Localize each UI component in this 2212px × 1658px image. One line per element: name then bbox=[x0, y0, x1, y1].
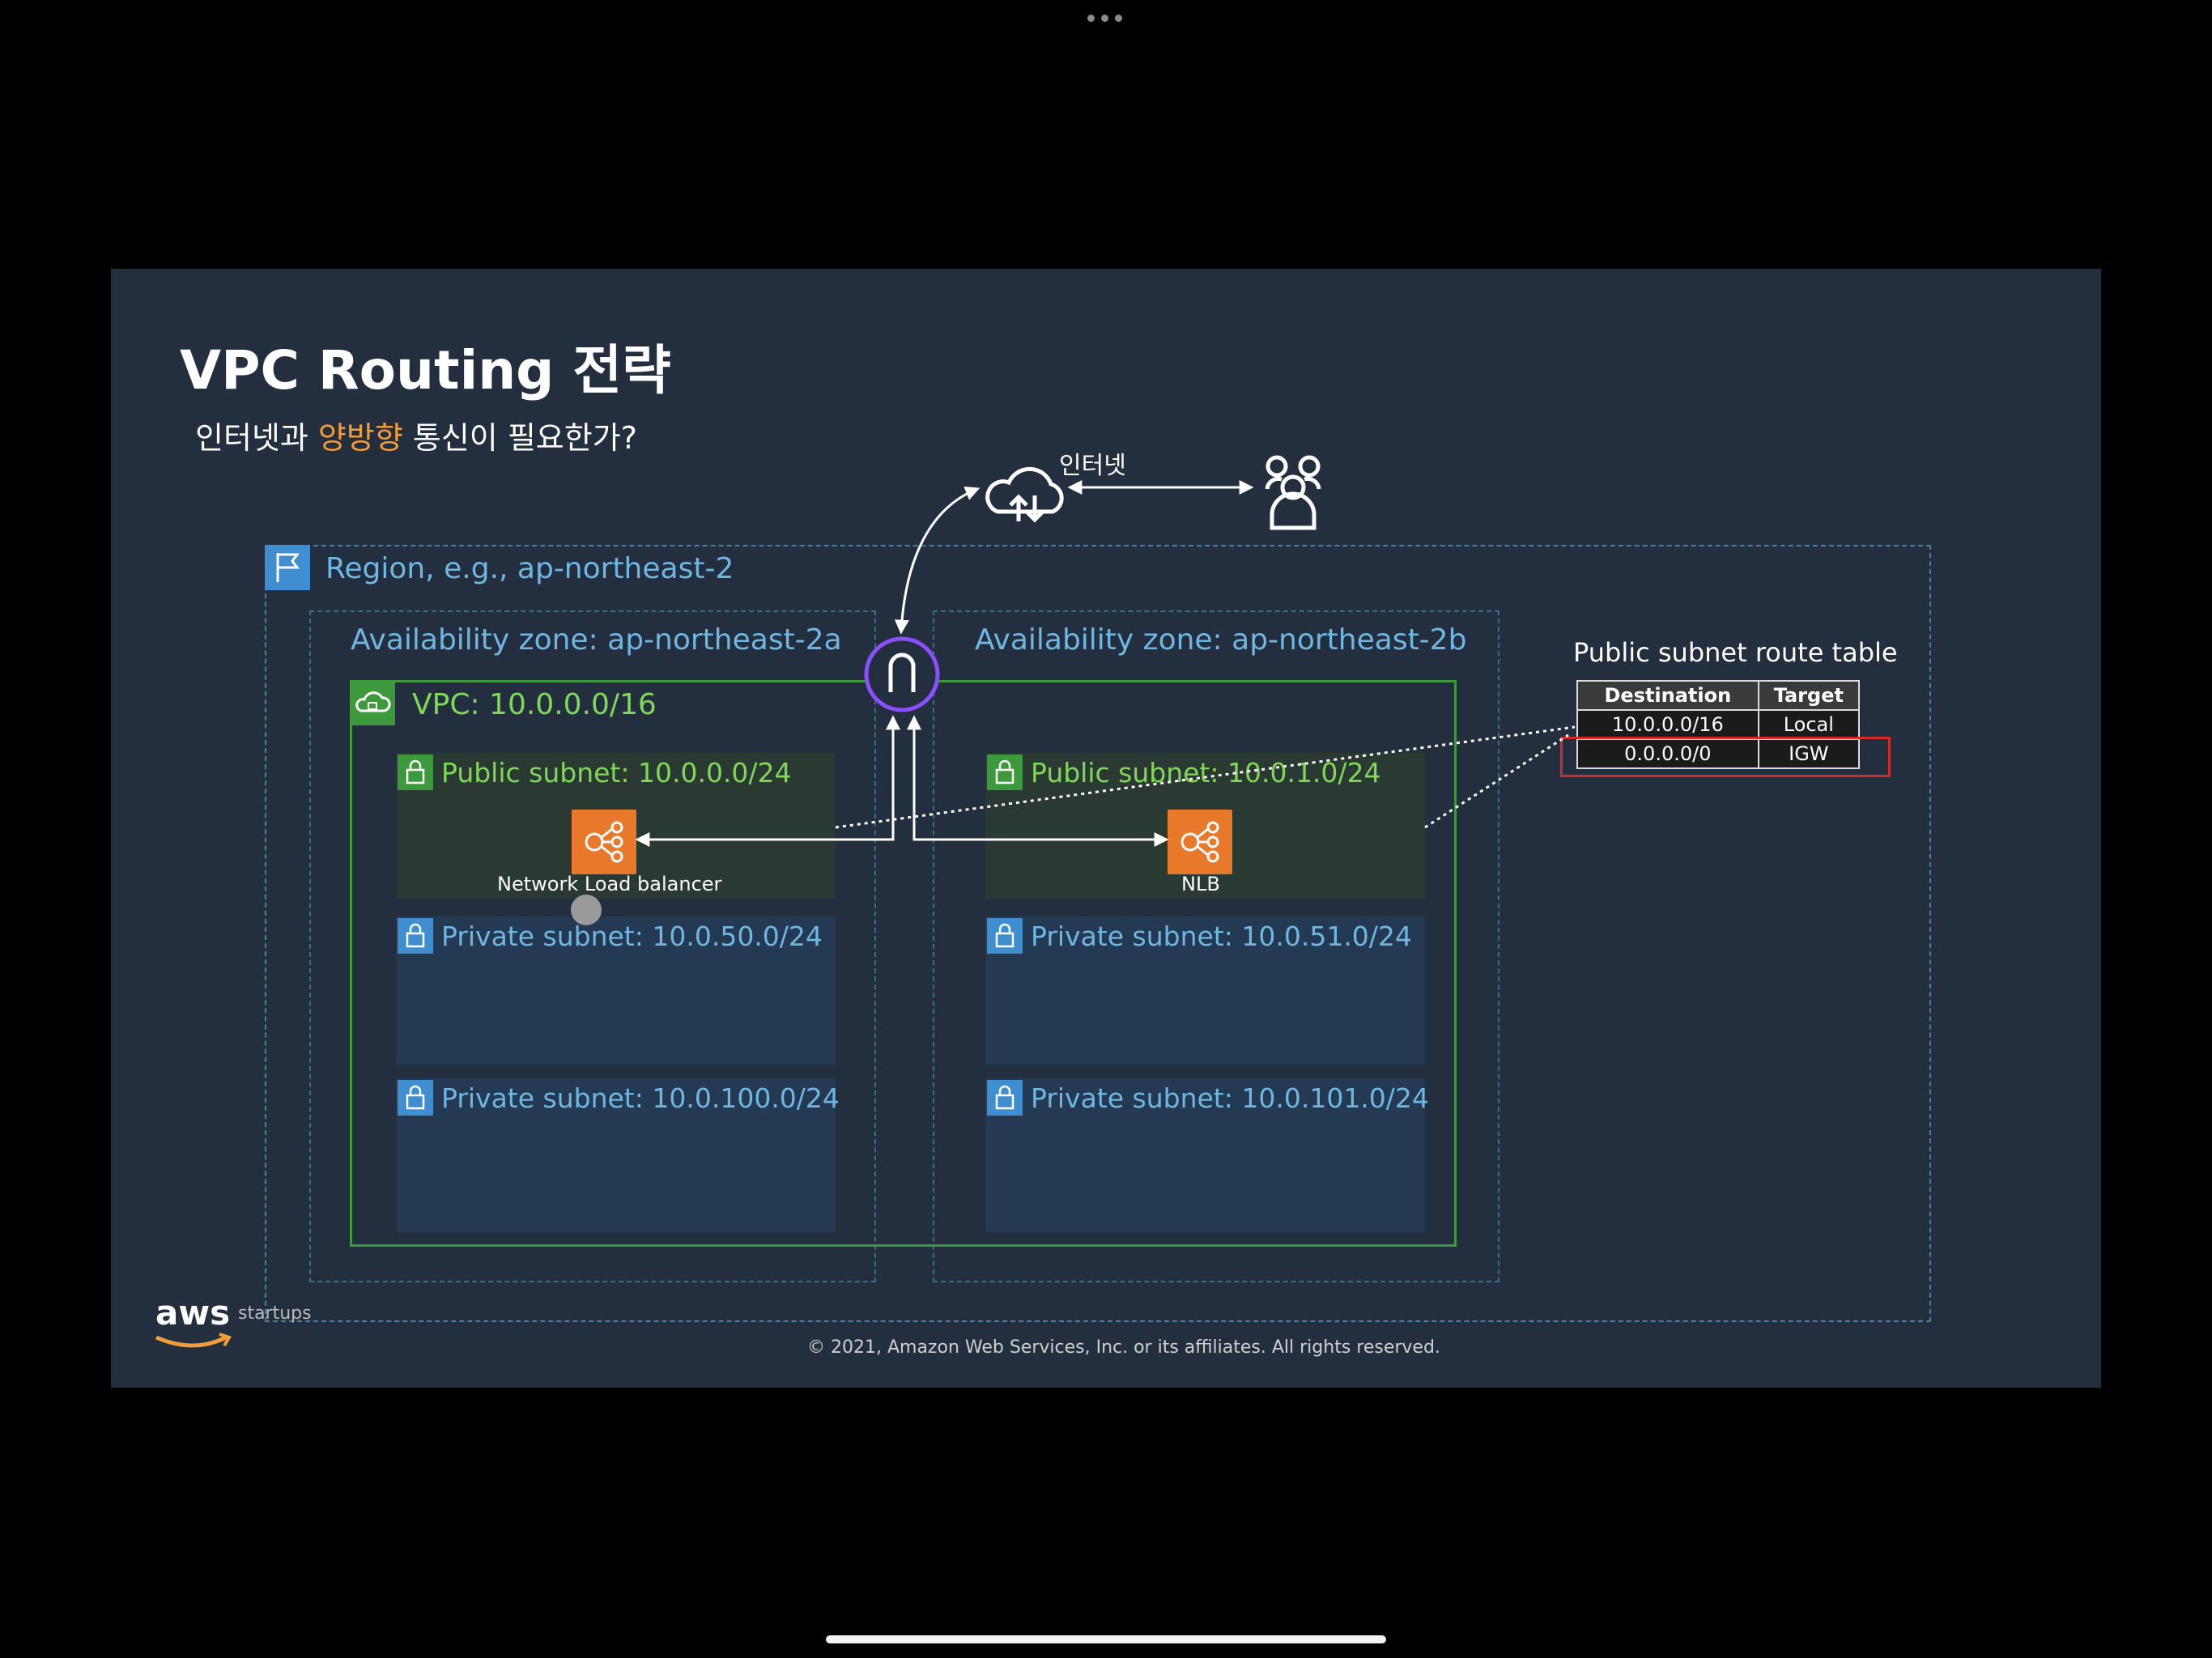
region-box bbox=[265, 545, 1931, 1322]
public-subnet-b-label: Public subnet: 10.0.1.0/24 bbox=[1031, 757, 1381, 789]
slide-subtitle: 인터넷과 양방향 통신이 필요한가? bbox=[195, 413, 637, 457]
az-b-label: Availability zone: ap-northeast-2b bbox=[975, 623, 1467, 657]
nlb-a-label: Network Load balancer bbox=[497, 873, 722, 895]
vpc-cloud-icon bbox=[350, 680, 395, 725]
private-subnet-a1 bbox=[396, 916, 836, 1065]
lock-icon bbox=[398, 918, 433, 954]
touch-indicator bbox=[571, 895, 602, 925]
route-target: Local bbox=[1757, 709, 1861, 740]
route-highlight-box bbox=[1560, 737, 1891, 777]
private-subnet-a2 bbox=[396, 1078, 836, 1232]
copyright-text: © 2021, Amazon Web Services, Inc. or its… bbox=[807, 1337, 1440, 1358]
lock-icon bbox=[987, 755, 1023, 790]
region-label: Region, e.g., ap-northeast-2 bbox=[325, 552, 734, 585]
availability-zone-a bbox=[309, 610, 876, 1282]
aws-startups-label: startups bbox=[238, 1303, 312, 1324]
route-target: IGW bbox=[1757, 738, 1861, 769]
private-subnet-b2-label: Private subnet: 10.0.101.0/24 bbox=[1031, 1082, 1429, 1114]
nlb-icon bbox=[1168, 810, 1232, 874]
route-table-header-row: Destination Target bbox=[1576, 680, 1861, 711]
subtitle-post: 통신이 필요한가? bbox=[402, 420, 637, 456]
nlb-icon bbox=[572, 810, 636, 874]
lock-icon bbox=[987, 918, 1023, 954]
public-subnet-a-label: Public subnet: 10.0.0.0/24 bbox=[441, 757, 792, 789]
subtitle-highlight: 양방향 bbox=[317, 420, 403, 456]
presentation-slide: VPC Routing 전략 인터넷과 양방향 통신이 필요한가? Region… bbox=[111, 269, 2101, 1388]
route-table-row: 10.0.0.0/16 Local bbox=[1576, 709, 1861, 740]
internet-gateway-icon bbox=[864, 636, 940, 712]
route-table: Destination Target 10.0.0.0/16 Local 0.0… bbox=[1576, 680, 1861, 769]
lock-icon bbox=[398, 1080, 433, 1116]
slide-title: VPC Routing 전략 bbox=[180, 339, 671, 402]
private-subnet-b1 bbox=[985, 916, 1425, 1065]
private-subnet-a2-label: Private subnet: 10.0.100.0/24 bbox=[441, 1082, 840, 1114]
route-table-row: 0.0.0.0/0 IGW bbox=[1576, 738, 1861, 769]
route-destination: 0.0.0.0/0 bbox=[1576, 738, 1759, 769]
private-subnet-b2 bbox=[985, 1078, 1425, 1232]
lock-icon bbox=[987, 1080, 1023, 1116]
az-a-label: Availability zone: ap-northeast-2a bbox=[351, 623, 842, 657]
aws-logo-icon: aws bbox=[155, 1293, 231, 1333]
home-indicator[interactable] bbox=[826, 1635, 1386, 1643]
lock-icon bbox=[398, 755, 433, 790]
region-flag-icon bbox=[265, 545, 310, 590]
route-table-title: Public subnet route table bbox=[1573, 637, 1898, 668]
more-options-dots[interactable] bbox=[1087, 15, 1122, 22]
private-subnet-b1-label: Private subnet: 10.0.51.0/24 bbox=[1031, 920, 1412, 952]
private-subnet-a1-label: Private subnet: 10.0.50.0/24 bbox=[441, 920, 823, 952]
subtitle-pre: 인터넷과 bbox=[195, 420, 318, 456]
route-table-header: Destination bbox=[1576, 680, 1759, 711]
nlb-b-label: NLB bbox=[1181, 873, 1220, 895]
route-destination: 10.0.0.0/16 bbox=[1576, 709, 1759, 740]
cloud-upload-download-icon bbox=[985, 466, 1064, 523]
vpc-label: VPC: 10.0.0.0/16 bbox=[412, 688, 657, 721]
route-table-header: Target bbox=[1757, 680, 1861, 711]
aws-smile-icon bbox=[155, 1333, 232, 1348]
internet-label: 인터넷 bbox=[1059, 452, 1126, 480]
users-icon bbox=[1265, 455, 1321, 530]
availability-zone-b bbox=[933, 610, 1499, 1282]
